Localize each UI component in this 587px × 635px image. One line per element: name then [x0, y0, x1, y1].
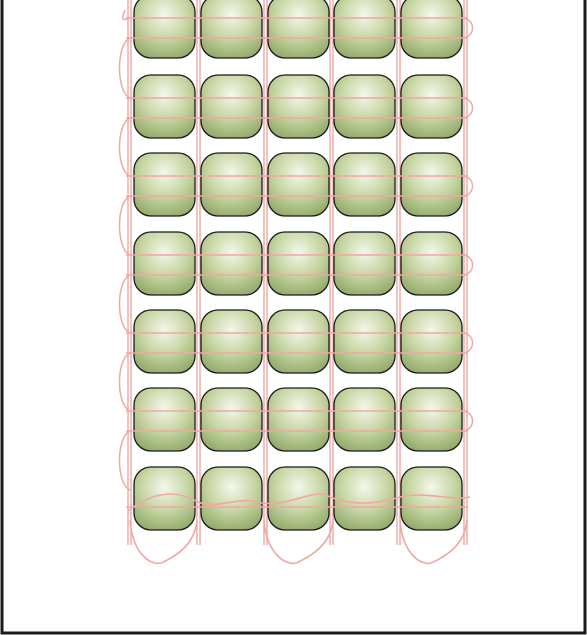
bead-r2-c3 [268, 75, 329, 138]
bead-r7-c2 [201, 467, 262, 530]
bead-r3-c5 [401, 153, 462, 216]
bead-r3-c3 [268, 153, 329, 216]
bead-r1-c4 [334, 0, 395, 58]
bead-r7-c4 [334, 467, 395, 530]
bead-r5-c5 [401, 310, 462, 373]
bead-grid [134, 0, 462, 530]
bead-r6-c4 [334, 388, 395, 451]
bead-r5-c4 [334, 310, 395, 373]
bead-r2-c5 [401, 75, 462, 138]
bead-r1-c2 [201, 0, 262, 58]
bead-r4-c3 [268, 232, 329, 295]
bead-r6-c1 [134, 388, 195, 451]
bead-r3-c4 [334, 153, 395, 216]
bead-r4-c4 [334, 232, 395, 295]
bead-r7-c5 [401, 467, 462, 530]
bead-r7-c1 [134, 467, 195, 530]
bead-r4-c5 [401, 232, 462, 295]
bead-r1-c1 [134, 0, 195, 58]
bead-r5-c3 [268, 310, 329, 373]
bead-r2-c2 [201, 75, 262, 138]
bead-r1-c3 [268, 0, 329, 58]
bead-r1-c5 [401, 0, 462, 58]
bead-r2-c4 [334, 75, 395, 138]
bead-r3-c1 [134, 153, 195, 216]
bead-r4-c1 [134, 232, 195, 295]
bead-r4-c2 [201, 232, 262, 295]
bead-r6-c5 [401, 388, 462, 451]
bead-r6-c2 [201, 388, 262, 451]
bead-r5-c2 [201, 310, 262, 373]
bead-r2-c1 [134, 75, 195, 138]
bead-r6-c3 [268, 388, 329, 451]
bead-r5-c1 [134, 310, 195, 373]
bead-r3-c2 [201, 153, 262, 216]
